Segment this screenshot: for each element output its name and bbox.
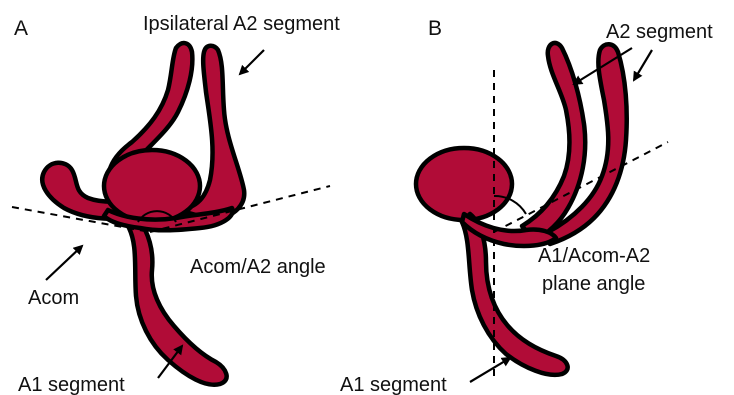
panel-b-angle-label-line2: plane angle [542, 273, 645, 295]
panel-b-angle-label-line1: A1/Acom-A2 [538, 245, 650, 267]
panel-a-acom-label: Acom [28, 287, 79, 309]
panel-a-ipsilateral-arrow [240, 50, 264, 74]
panel-a-acom-arrow [46, 246, 82, 280]
panel-a-angle-label: Acom/A2 angle [190, 256, 326, 278]
panel-b: B A2 segment A1/Acom-A2 plane angle A1 s… [340, 17, 713, 395]
panel-a-ipsilateral-a2-label: Ipsilateral A2 segment [143, 13, 340, 35]
panel-b-letter: B [428, 17, 442, 40]
panel-b-a2-label: A2 segment [606, 21, 713, 43]
panel-b-a1-label: A1 segment [340, 374, 447, 395]
panel-b-aneurysm [416, 148, 512, 220]
panel-a: A Ipsilateral A2 segment Acom Acom/A2 an… [12, 13, 340, 395]
panel-a-a1-label: A1 segment [18, 374, 125, 395]
panel-a-a1-vessel [128, 222, 227, 385]
panel-b-a2-arrow-2 [634, 50, 652, 80]
panel-b-a1-arrow [470, 358, 510, 382]
panel-a-letter: A [14, 17, 28, 40]
